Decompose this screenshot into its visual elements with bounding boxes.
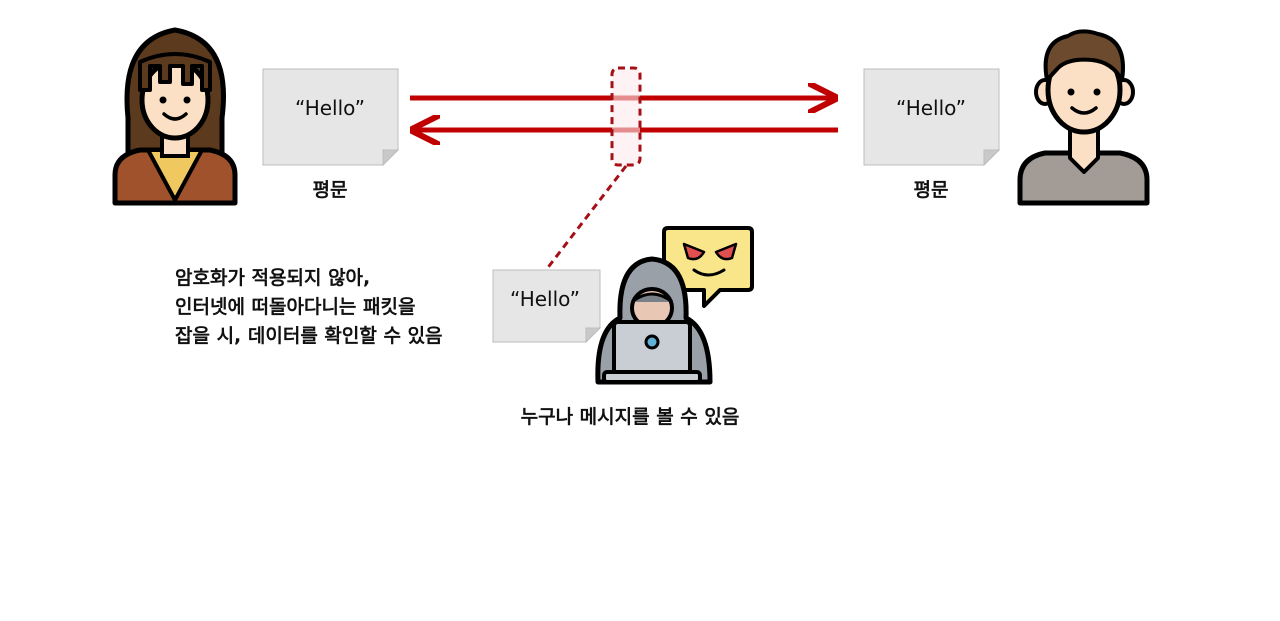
explanation-line-2: 인터넷에 떠돌아다니는 패킷을 [175,296,415,318]
explanation-line-1: 암호화가 적용되지 않아, [175,267,370,289]
intercept-point [610,66,642,167]
intercepted-document: “Hello” [492,269,602,344]
explanation-text: 암호화가 적용되지 않아, 인터넷에 떠돌아다니는 패킷을 잡을 시, 데이터를… [175,267,443,347]
receiver-message: “Hello” [896,96,966,120]
explanation-line-3: 잡을 시, 데이터를 확인할 수 있음 [175,324,443,347]
intercept-line [544,165,628,271]
receiver-document: “Hello” [863,68,1001,167]
receiver-plaintext-label: 평문 [914,179,949,201]
sender-message: “Hello” [295,96,365,120]
woman-icon [112,27,238,206]
hacker-icon [595,226,754,385]
intercepted-message: “Hello” [510,287,580,311]
sender-plaintext-label: 평문 [313,179,348,201]
sender-document: “Hello” [262,68,400,167]
interceptor-caption: 누구나 메시지를 볼 수 있음 [521,406,740,428]
man-icon [1017,29,1150,206]
